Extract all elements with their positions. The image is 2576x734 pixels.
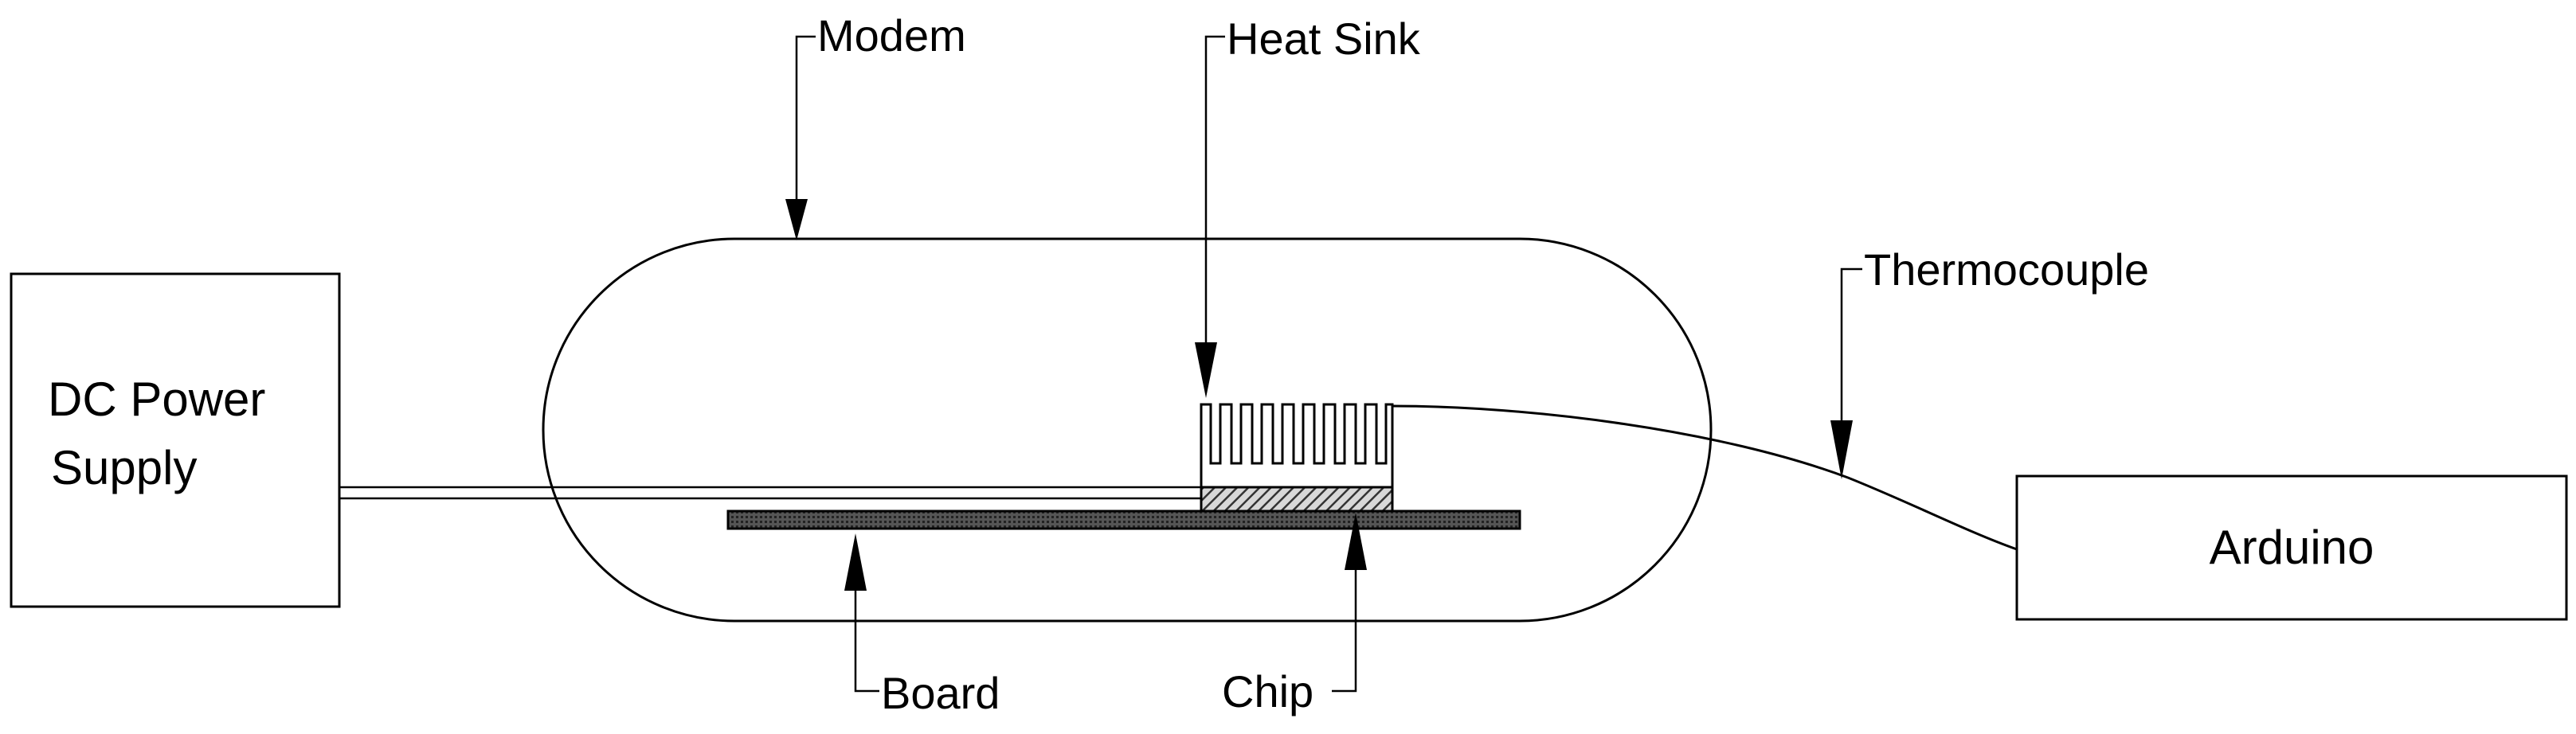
power-supply-label-line2: Supply [51,441,197,494]
arduino-label: Arduino [2210,521,2374,574]
modem-arrowhead [785,199,808,240]
chip-arrowhead [1345,513,1367,570]
modem-enclosure [542,237,1713,623]
chip-callout: Chip [1222,513,1367,716]
chip-label: Chip [1222,666,1313,716]
thermocouple-wire [1392,404,2018,551]
thermocouple-callout: Thermocouple [1830,244,2149,479]
power-supply-box [10,272,341,608]
arduino-box [2015,474,2568,621]
modem-label: Modem [817,10,966,61]
heat-sink-arrowhead [1195,342,1217,398]
power-supply-label-line1: DC Power [48,373,265,426]
board-callout: Board [844,533,1000,718]
power-cable [339,486,1201,500]
board-arrowhead [844,533,867,591]
arduino: Arduino [2015,474,2568,621]
board [726,510,1521,530]
chip [1200,486,1394,513]
thermocouple-arrowhead [1830,420,1853,479]
heat-sink-callout: Heat Sink [1195,14,1421,398]
heat-sink [1200,403,1394,487]
modem-callout: Modem [785,10,966,240]
heat-sink-label: Heat Sink [1227,14,1421,64]
board-label: Board [881,668,1000,718]
dc-power-supply: DC Power Supply [10,272,341,608]
thermocouple-label: Thermocouple [1864,244,2149,295]
